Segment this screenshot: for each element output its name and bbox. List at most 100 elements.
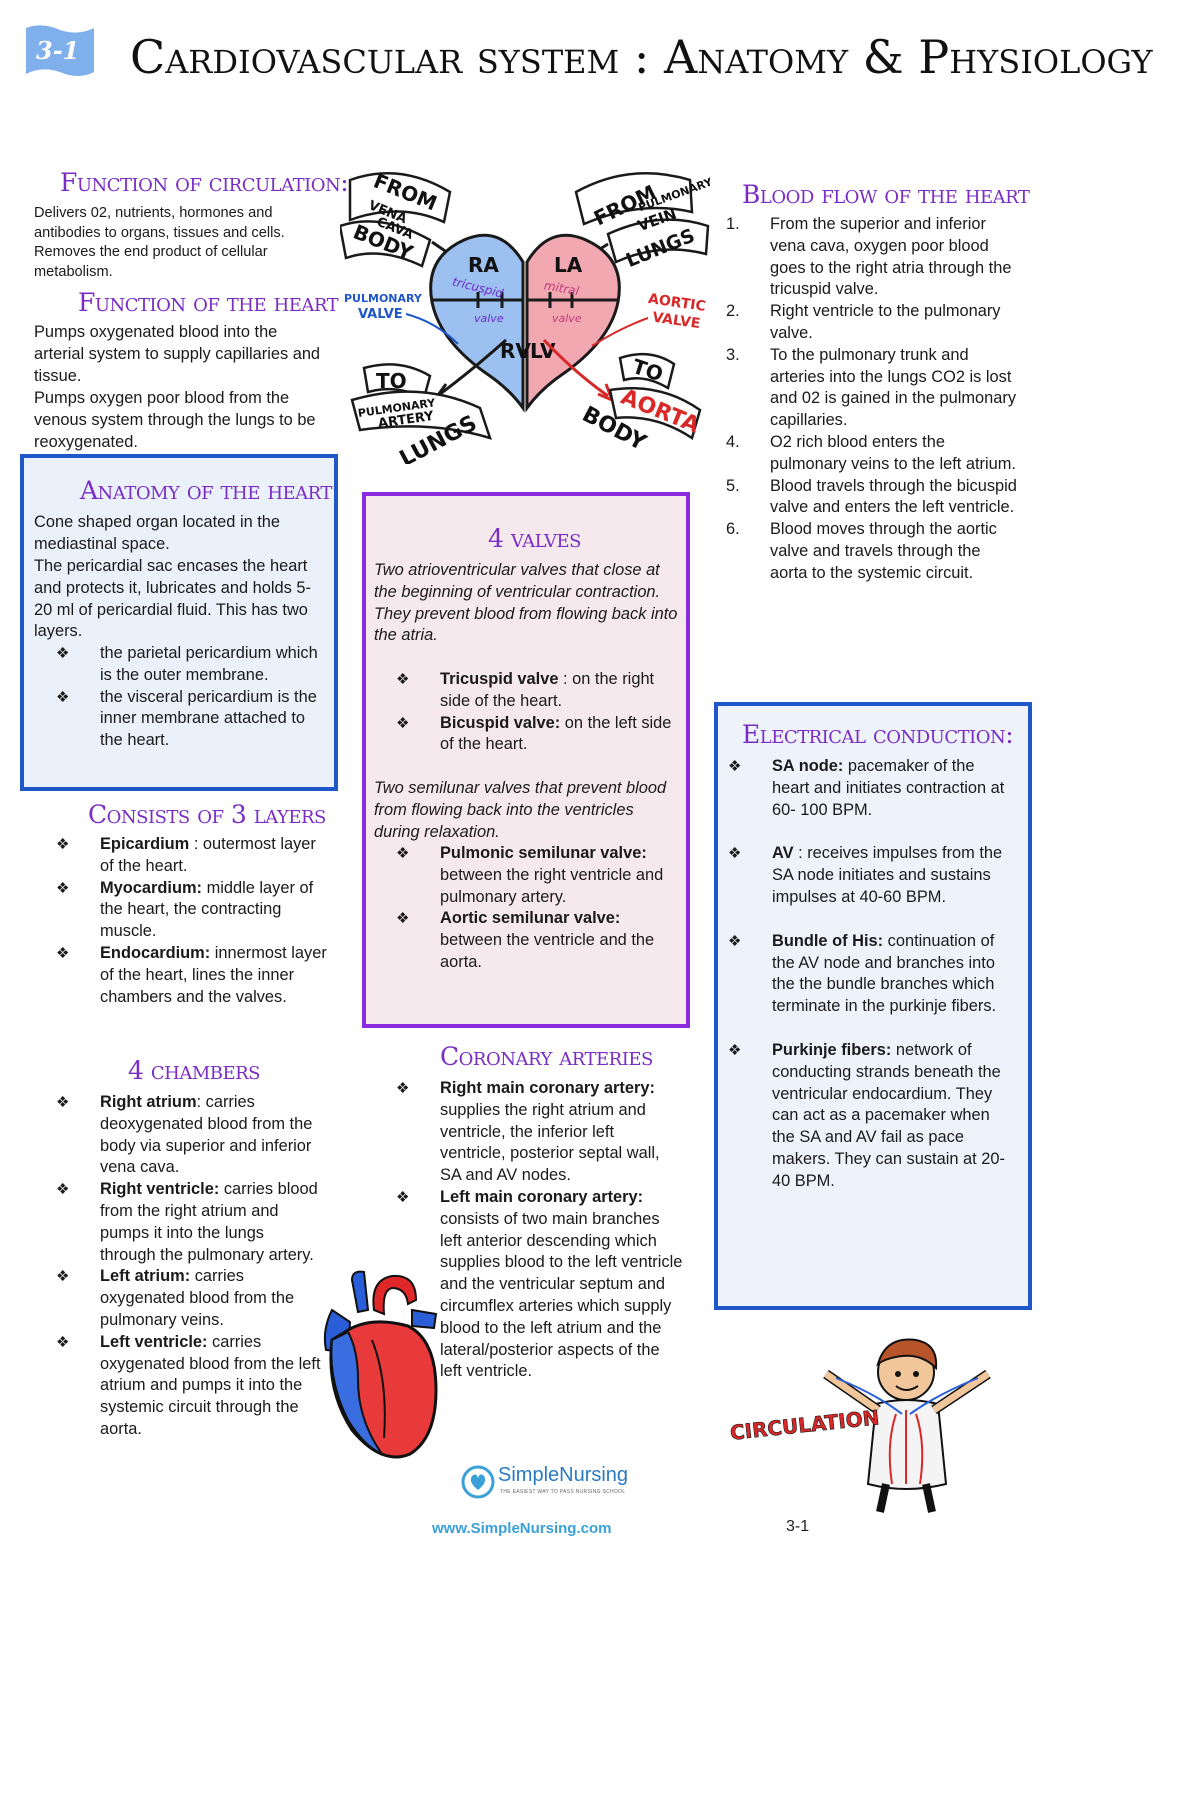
- circulation-label: CIRCULATION: [729, 1405, 881, 1445]
- function-heart-p2: Pumps oxygen poor blood from the venous …: [34, 389, 316, 451]
- anatomy-item-text: the visceral pericardium is the inner me…: [100, 687, 317, 750]
- list-item: 6.Blood moves through the aortic valve a…: [726, 520, 997, 582]
- list-item: ❖Right ventricle: carries blood from the…: [56, 1180, 318, 1264]
- valves-heading: 4 valves: [488, 524, 581, 553]
- logo-name: SimpleNursing: [498, 1464, 629, 1486]
- mitral-valve-label: valve: [552, 312, 582, 325]
- valves-intro-semilunar: Two semilunar valves that prevent blood …: [374, 779, 667, 841]
- list-item: ❖Left ventricle: carries oxygenated bloo…: [56, 1332, 321, 1438]
- list-item: ❖Pulmonic semilunar valve: between the r…: [396, 844, 664, 906]
- conduction-desc: pacemaker of the heart and initiates con…: [772, 757, 1005, 819]
- aortic-valve-label-1: AORTIC: [647, 291, 707, 315]
- chamber-desc: : carries deoxygenated blood from the bo…: [100, 1093, 313, 1177]
- list-item: ❖Endocardium: innermost layer of the hea…: [56, 943, 327, 1006]
- list-item: ❖Epicardium : outermost layer of the hea…: [56, 835, 316, 875]
- layers-list: ❖Epicardium : outermost layer of the hea…: [34, 834, 329, 1008]
- conduction-desc: continuation of the AV node and branches…: [772, 931, 997, 1016]
- list-item: 4.O2 rich blood enters the pulmonary vei…: [726, 432, 1016, 473]
- chambers-list: ❖Right atrium: carries deoxygenated bloo…: [34, 1092, 324, 1441]
- artery-desc: supplies the right atrium and ventricle,…: [440, 1100, 660, 1185]
- simplenursing-logo: SimpleNursing THE EASIEST WAY TO PASS NU…: [460, 1462, 660, 1502]
- blood-flow-list: 1.From the superior and inferior vena ca…: [720, 214, 1022, 585]
- semilunar-valves-list: ❖Pulmonic semilunar valve: between the r…: [374, 843, 680, 974]
- logo-tagline: THE EASIEST WAY TO PASS NURSING SCHOOL: [500, 1489, 626, 1495]
- lv-label: LV: [530, 339, 556, 363]
- pulmonary-valve-label-1: PULMONARY: [344, 292, 423, 305]
- layer-desc: : outermost layer of the heart.: [100, 835, 316, 875]
- valve-desc: : on the right side of the heart.: [440, 670, 655, 710]
- la-label: LA: [554, 253, 583, 277]
- list-item: ❖Aortic semilunar valve: between the ven…: [396, 909, 655, 971]
- list-item: ❖Purkinje fibers: network of conducting …: [728, 1040, 1005, 1190]
- list-item: ❖Left atrium: carries oxygenated blood f…: [56, 1267, 295, 1329]
- to-lungs-1: TO: [376, 369, 407, 393]
- rv-label: RV: [500, 339, 531, 363]
- list-item: ❖the parietal pericardium which is the o…: [56, 644, 318, 684]
- valve-term: Bicuspid valve:: [440, 713, 561, 732]
- flow-step-text: Right ventricle to the pulmonary valve.: [770, 302, 1001, 342]
- flow-step-text: To the pulmonary trunk and arteries into…: [770, 345, 1017, 430]
- right-heart-shape: [429, 233, 525, 413]
- artery-desc: consists of two main branches left anter…: [440, 1209, 683, 1381]
- ra-label: RA: [468, 253, 499, 277]
- layer-desc: middle layer of the heart, the contracti…: [100, 878, 314, 941]
- valve-term: Aortic semilunar valve:: [440, 909, 621, 928]
- chamber-term: Left atrium:: [100, 1267, 191, 1286]
- function-circulation-heading: Function of circulation:: [60, 168, 349, 197]
- chamber-desc: carries blood from the right atrium and …: [100, 1180, 318, 1264]
- list-item: 1.From the superior and inferior vena ca…: [726, 215, 1012, 299]
- conduction-desc: network of conducting strands beneath th…: [772, 1040, 1005, 1190]
- tricuspid-valve-label: valve: [474, 312, 504, 325]
- chamber-term: Right ventricle:: [100, 1180, 220, 1199]
- valves-box: [362, 492, 690, 1028]
- function-heart-heading: Function of the heart: [78, 288, 339, 317]
- page-badge: 3-1: [22, 22, 98, 80]
- function-circulation-text: Delivers 02, nutrients, hormones and ant…: [34, 205, 285, 280]
- anatomy-text-2: The pericardial sac encases the heart an…: [34, 557, 311, 641]
- flow-step-text: Blood travels through the bicuspid valve…: [770, 476, 1017, 517]
- page-title: Cardiovascular system : Anatomy & Physio…: [130, 30, 1153, 84]
- valve-desc: between the ventricle and the aorta.: [440, 931, 655, 971]
- list-item: ❖Myocardium: middle layer of the heart, …: [56, 878, 314, 941]
- electrical-heading: Electrical conduction:: [742, 720, 1014, 749]
- flow-step-text: From the superior and inferior vena cava…: [770, 215, 1012, 299]
- badge-label: 3-1: [36, 36, 80, 65]
- coronary-heading: Coronary arteries: [440, 1042, 653, 1071]
- conduction-desc: : receives impulses from the SA node ini…: [772, 844, 1003, 906]
- list-item: ❖Right main coronary artery: supplies th…: [396, 1079, 660, 1185]
- list-item: ❖Tricuspid valve : on the right side of …: [396, 670, 655, 710]
- list-item: ❖AV : receives impulses from the SA node…: [728, 844, 1003, 906]
- anatomy-list: ❖the parietal pericardium which is the o…: [34, 643, 329, 752]
- left-heart-shape: [525, 233, 621, 413]
- flow-step-text: Blood moves through the aortic valve and…: [770, 520, 997, 582]
- anatomy-item-text: the parietal pericardium which is the ou…: [100, 644, 318, 684]
- electrical-box: [714, 702, 1032, 1310]
- aortic-valve-label-2: VALVE: [651, 310, 701, 333]
- layer-desc: innermost layer of the heart, lines the …: [100, 943, 327, 1006]
- coronary-list: ❖Right main coronary artery: supplies th…: [374, 1078, 684, 1383]
- anatomy-heading: Anatomy of the heart: [80, 476, 332, 505]
- artery-term: Right main coronary artery:: [440, 1079, 655, 1097]
- list-item: ❖the visceral pericardium is the inner m…: [56, 687, 317, 750]
- chamber-desc: carries oxygenated blood from the left a…: [100, 1332, 321, 1438]
- valve-term: Pulmonic semilunar valve:: [440, 844, 647, 862]
- mitral-label: mitral: [543, 278, 581, 298]
- valve-desc: between the right ventricle and pulmonar…: [440, 865, 664, 906]
- valves-intro-av: Two atrioventricular valves that close a…: [374, 561, 678, 645]
- chamber-term: Left ventricle:: [100, 1332, 208, 1351]
- footer-page-number: 3-1: [786, 1518, 810, 1535]
- list-item: ❖Right atrium: carries deoxygenated bloo…: [56, 1093, 313, 1177]
- chambers-heading: 4 chambers: [128, 1056, 261, 1085]
- function-heart-p1: Pumps oxygenated blood into the arterial…: [34, 323, 321, 385]
- layer-term: Epicardium: [100, 835, 190, 853]
- list-item: 5.Blood travels through the bicuspid val…: [726, 476, 1017, 517]
- stethoscope-heart-icon: [461, 1465, 495, 1499]
- flow-step-text: O2 rich blood enters the pulmonary veins…: [770, 432, 1016, 473]
- pulmonary-valve-label-2: VALVE: [358, 307, 403, 322]
- layer-term: Endocardium:: [100, 943, 211, 962]
- heart-flow-diagram: FROM VENA CAVA BODY FROM PULMONARY VEIN …: [338, 162, 715, 472]
- blood-flow-heading: Blood flow of the heart: [742, 180, 1030, 209]
- list-item: ❖Left main coronary artery: consists of …: [396, 1187, 683, 1381]
- footer-url[interactable]: www.SimpleNursing.com: [432, 1520, 612, 1537]
- heart-illustration: [312, 1270, 452, 1470]
